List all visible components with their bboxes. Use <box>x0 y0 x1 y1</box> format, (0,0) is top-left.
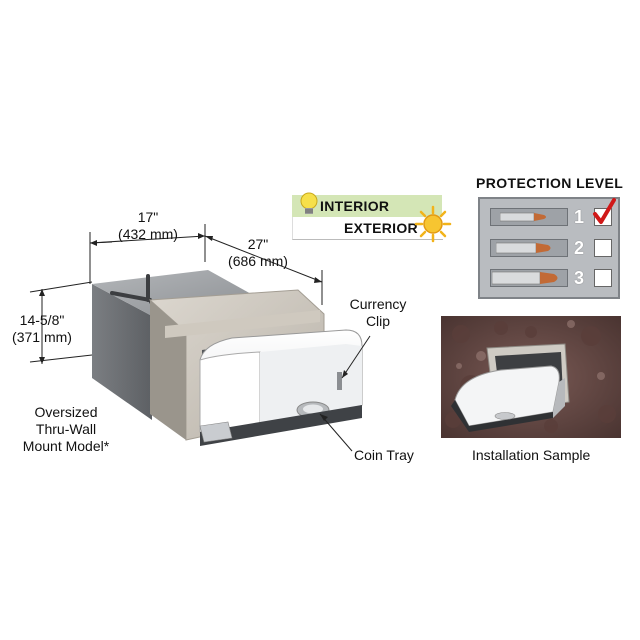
protection-level-1-number: 1 <box>574 207 585 227</box>
protection-level-3-checkbox <box>594 269 612 287</box>
width-inches: 17" <box>137 209 159 225</box>
height-inches: 14-5/8" <box>19 312 65 328</box>
depth-mm: (686 mm) <box>228 253 288 269</box>
bullet-icon <box>500 212 546 222</box>
protection-level-panel: 1 2 3 <box>478 197 620 299</box>
interior-exterior-sign: INTERIOR EXTERIOR <box>292 192 454 243</box>
protection-level-3: 3 <box>486 265 614 292</box>
protection-level-2: 2 <box>486 235 614 262</box>
light-bulb-icon <box>300 192 318 214</box>
bullet-icon <box>496 242 551 254</box>
sun-icon <box>414 205 452 243</box>
exterior-label: EXTERIOR <box>344 220 418 236</box>
model-label: Oversized Thru-Wall Mount Model* <box>22 404 110 454</box>
coin-tray-label: Coin Tray <box>354 447 414 463</box>
interior-label: INTERIOR <box>320 198 390 214</box>
currency-clip <box>337 372 342 390</box>
currency-clip-label: Currency Clip <box>349 296 407 329</box>
check-icon <box>593 198 616 224</box>
protection-level-3-number: 3 <box>574 268 585 288</box>
box-side <box>92 284 152 420</box>
width-mm: (432 mm) <box>118 226 178 242</box>
bullet-icon <box>492 271 558 285</box>
depth-dimension: 27" (686 mm) <box>218 236 298 270</box>
dimension-lines <box>29 224 323 364</box>
protection-level-2-checkbox <box>594 239 612 257</box>
width-dimension: 17" (432 mm) <box>108 209 188 243</box>
height-mm: (371 mm) <box>12 329 72 345</box>
depth-inches: 27" <box>247 236 269 252</box>
installation-sample-photo <box>441 316 621 438</box>
protection-level-2-number: 2 <box>574 238 585 258</box>
installation-photo-image <box>441 316 621 438</box>
protection-level-1: 1 <box>486 198 616 231</box>
height-dimension: 14-5/8" (371 mm) <box>4 312 80 346</box>
installation-sample-label: Installation Sample <box>472 447 591 463</box>
protection-level-title: PROTECTION LEVEL <box>476 175 624 191</box>
